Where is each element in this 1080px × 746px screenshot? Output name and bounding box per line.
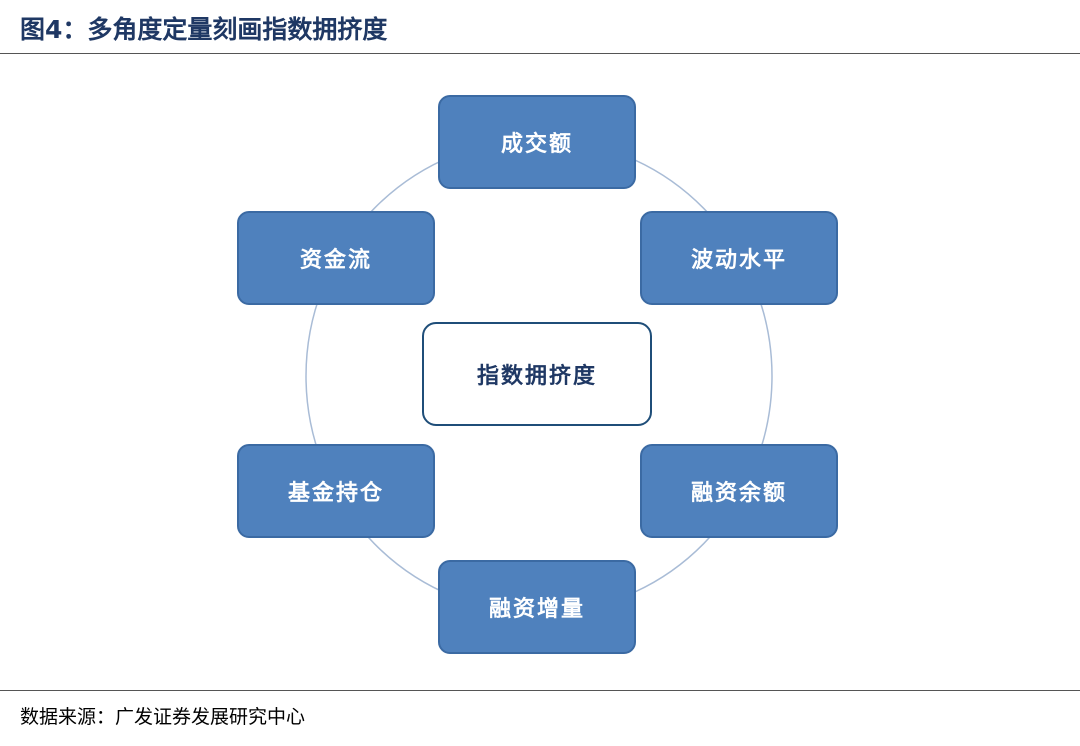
node-volatility: 波动水平	[640, 211, 838, 305]
node-margin-increment: 融资增量	[438, 560, 636, 654]
center-node-index-crowding: 指数拥挤度	[422, 322, 652, 426]
node-fund-holdings: 基金持仓	[237, 444, 435, 538]
bottom-rule	[0, 690, 1080, 691]
node-turnover: 成交额	[438, 95, 636, 189]
data-source: 数据来源：广发证券发展研究中心	[20, 706, 306, 728]
top-rule	[0, 53, 1080, 54]
node-margin-balance: 融资余额	[640, 444, 838, 538]
figure-title: 图4：多角度定量刻画指数拥挤度	[20, 15, 388, 44]
node-capital-flow: 资金流	[237, 211, 435, 305]
